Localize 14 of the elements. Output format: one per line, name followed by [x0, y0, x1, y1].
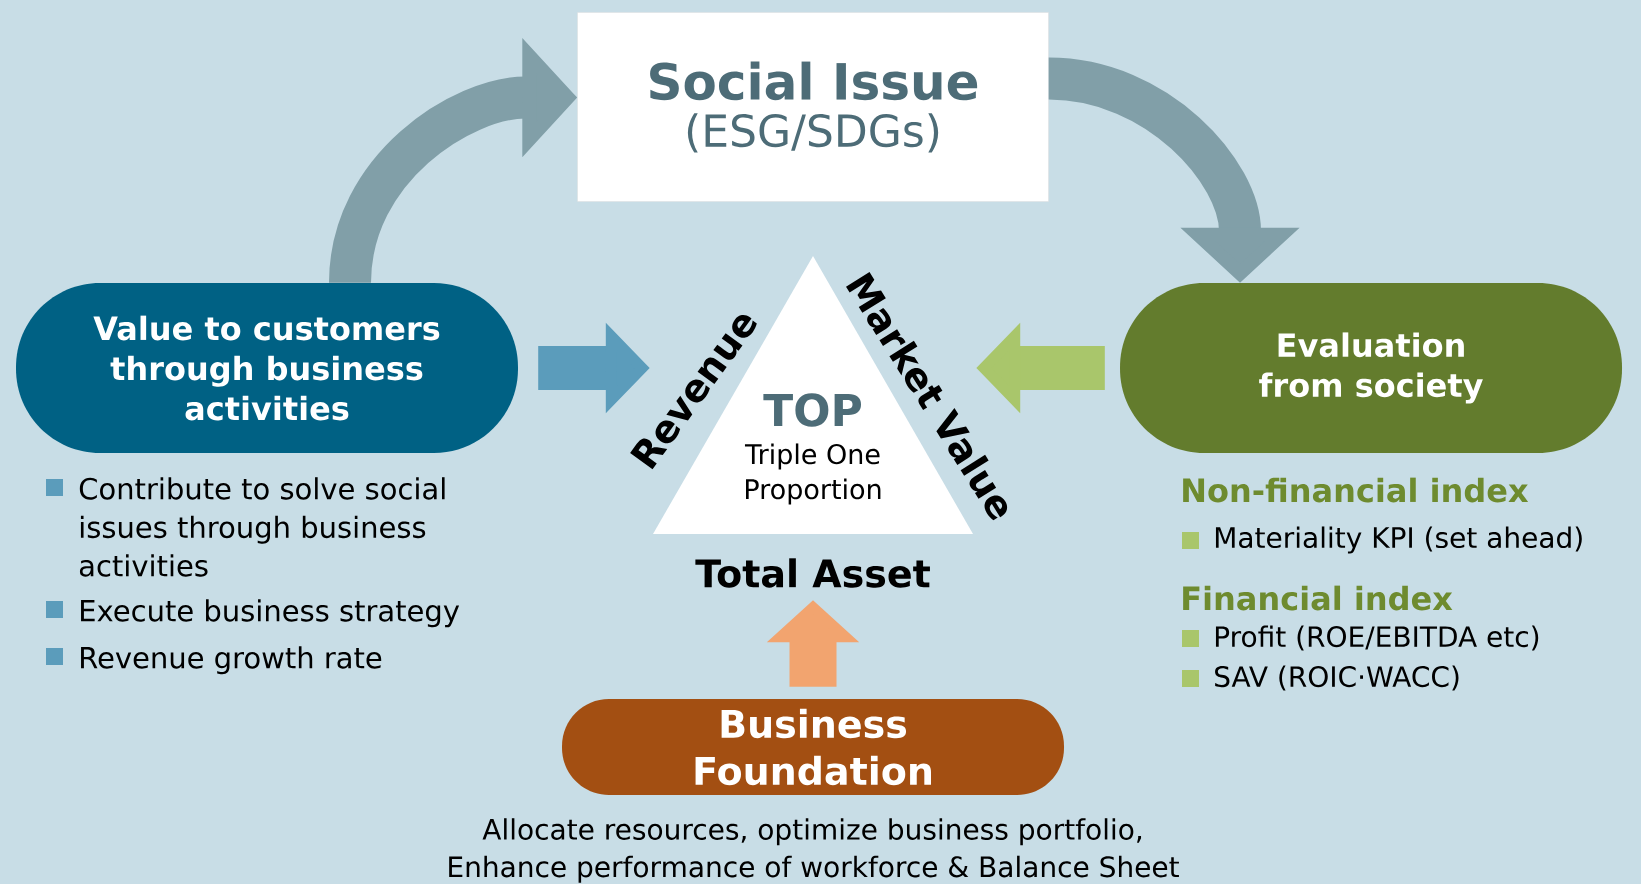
- rectangle-box: Social Issue (ESG/SDGs): [577, 12, 1049, 202]
- index-heading: Non-financial index: [1183, 477, 1529, 503]
- rounded-box: Business Foundation: [562, 699, 1064, 795]
- side-label: Total Asset: [695, 558, 930, 588]
- bullet-item: Contribute to solve social issues through business activities: [46, 477, 445, 577]
- bullet-item: Materiality KPI (set ahead): [1182, 526, 1582, 554]
- description-text: Allocate resources, optimize business portfolio, Enhance performance of workforce & Balance Sheet: [449, 818, 1179, 883]
- bullet-item: Profit (ROE/EBITDA etc): [1182, 625, 1539, 651]
- rounded-box: Value to customers through business activities: [16, 283, 518, 453]
- rounded-box: Evaluation from society: [1120, 283, 1622, 453]
- bullet-item: SAV (ROIC·WACC): [1182, 665, 1459, 691]
- index-heading: Financial index: [1183, 585, 1453, 611]
- bullet-item: Revenue growth rate: [46, 646, 382, 675]
- bullet-item: Execute business strategy: [46, 599, 460, 628]
